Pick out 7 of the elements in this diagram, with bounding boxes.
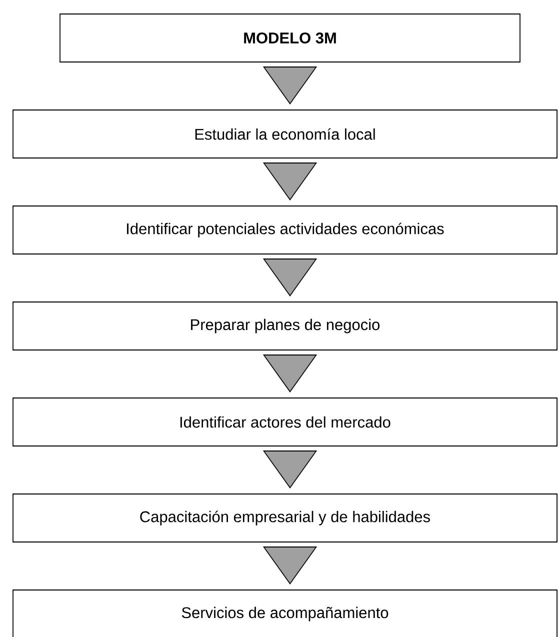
process-box: Preparar planes de negocio [12,302,558,350]
process-box: MODELO 3M [60,14,520,62]
process-box: Identificar potenciales actividades económicas [12,206,558,254]
process-box: Servicios de acompañamiento [12,590,558,637]
process-box: Identificar actores del mercado [12,398,558,446]
process-box: Estudiar la economía local [12,110,558,158]
process-box: Capacitación empresarial y de habilidades [12,494,558,542]
